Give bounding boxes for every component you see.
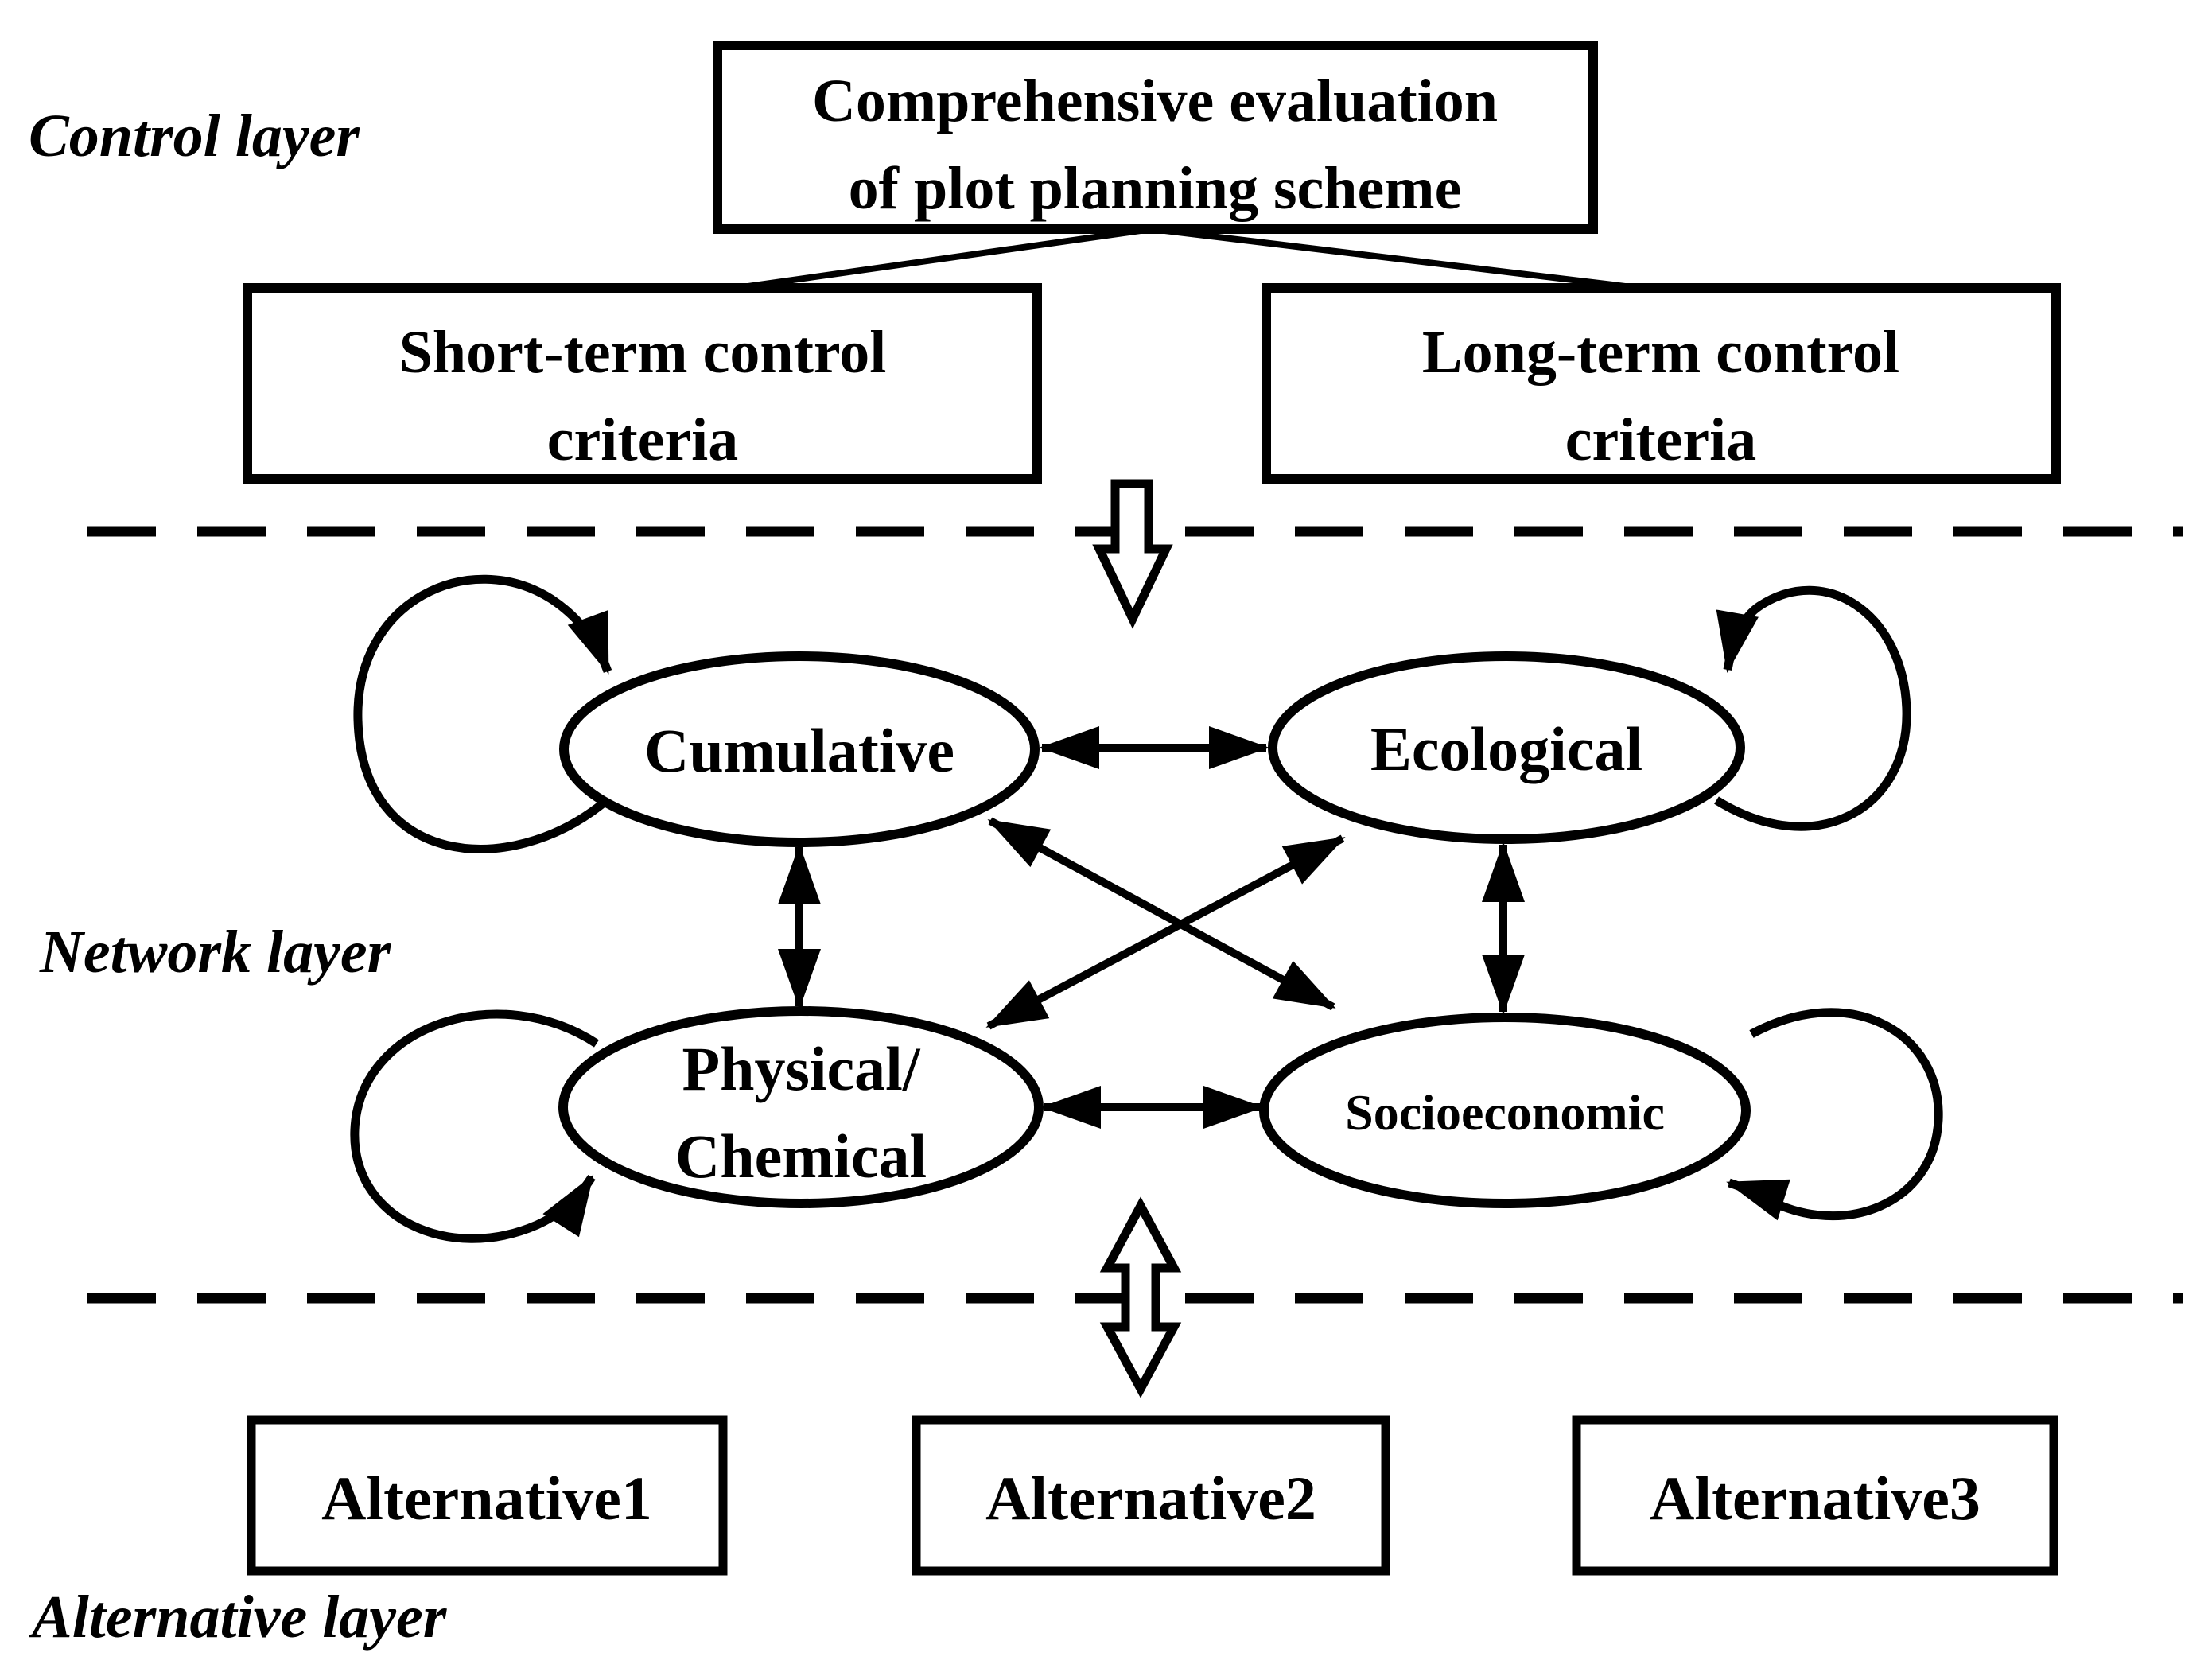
longterm-criteria-box xyxy=(1262,283,2061,484)
control-layer-label: Control layer xyxy=(29,103,360,169)
ecological-cluster xyxy=(1268,651,1745,844)
alternative3-box xyxy=(1572,1415,2058,1576)
longterm-criteria-line1: Long-term control xyxy=(1422,319,1899,386)
alternative1-label: Alternative1 xyxy=(321,1464,652,1533)
goal-to-shortterm-line xyxy=(719,226,1153,294)
goal-box-line2: of plot planning scheme xyxy=(849,155,1462,222)
ecological-cluster-label: Ecological xyxy=(1370,714,1642,783)
alternative1-box xyxy=(247,1415,728,1576)
socioeconomic-cluster-label: Socioeconomic xyxy=(1345,1084,1665,1141)
cumulative-self-loop xyxy=(353,574,612,853)
physical-ecological-arrow xyxy=(985,834,1346,1030)
physical-chemical-cluster-label-line1: Physical/ xyxy=(682,1034,920,1103)
cumulative-cluster-label: Cumulative xyxy=(644,716,954,785)
alternative2-box xyxy=(912,1415,1390,1576)
updown-block-arrow-icon xyxy=(1099,1196,1182,1398)
ecological-self-loop xyxy=(1714,585,1911,831)
alternative2-label: Alternative2 xyxy=(985,1464,1316,1533)
alternative-layer-label: Alternative layer xyxy=(29,1584,448,1651)
down-block-arrow-icon xyxy=(1092,479,1173,629)
longterm-criteria-line2: criteria xyxy=(1565,406,1756,473)
alternative3-label: Alternative3 xyxy=(1650,1464,1981,1533)
physical-chemical-self-loop xyxy=(350,1009,600,1243)
socioeconomic-self-loop xyxy=(1726,1008,1943,1221)
shortterm-criteria-box xyxy=(243,283,1042,484)
network-layer-label: Network layer xyxy=(39,919,392,986)
physical-chemical-cluster xyxy=(558,1006,1044,1208)
shortterm-criteria-line1: Short-term control xyxy=(399,319,887,386)
goal-box xyxy=(713,41,1598,234)
cumulative-socioeconomic-arrow xyxy=(987,817,1336,1011)
goal-box-line1: Comprehensive evaluation xyxy=(812,68,1498,134)
goal-to-longterm-line xyxy=(1151,226,1659,294)
socioeconomic-cluster xyxy=(1259,1013,1751,1208)
shortterm-criteria-line2: criteria xyxy=(547,406,738,473)
physical-chemical-cluster-label-line2: Chemical xyxy=(675,1122,927,1191)
cumulative-cluster xyxy=(559,651,1040,847)
